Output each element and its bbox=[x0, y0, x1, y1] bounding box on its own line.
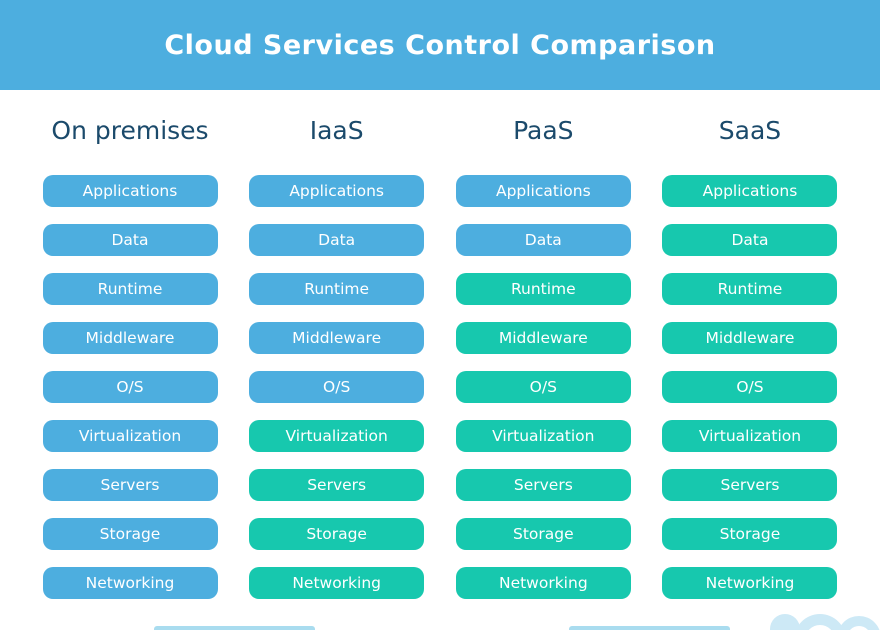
layer-pill: Networking bbox=[42, 567, 218, 599]
layer-pill: Servers bbox=[249, 469, 425, 501]
layer-pill: Data bbox=[455, 224, 631, 256]
layer-pill: Virtualization bbox=[42, 420, 218, 452]
layer-pill: O/S bbox=[249, 371, 425, 403]
layer-pill: Middleware bbox=[662, 322, 838, 354]
layer-pill: O/S bbox=[662, 371, 838, 403]
layer-pill: Runtime bbox=[249, 273, 425, 305]
layer-pill: Virtualization bbox=[662, 420, 838, 452]
layer-pill: Storage bbox=[455, 518, 631, 550]
layer-pill: Middleware bbox=[249, 322, 425, 354]
layer-pill: Storage bbox=[662, 518, 838, 550]
layer-pill: Networking bbox=[662, 567, 838, 599]
layer-pill: Networking bbox=[455, 567, 631, 599]
layer-pill: Middleware bbox=[42, 322, 218, 354]
layer-pill: Runtime bbox=[42, 273, 218, 305]
layer-pill: Data bbox=[42, 224, 218, 256]
header-bar: Cloud Services Control Comparison bbox=[0, 0, 880, 90]
page-title: Cloud Services Control Comparison bbox=[164, 29, 716, 61]
layer-pill: Storage bbox=[42, 518, 218, 550]
column-header: SaaS bbox=[718, 116, 782, 145]
legend-partial-left bbox=[154, 626, 315, 630]
layer-pill: Servers bbox=[455, 469, 631, 501]
layer-pill: Data bbox=[662, 224, 838, 256]
layer-pill: Runtime bbox=[455, 273, 631, 305]
layer-pill: Servers bbox=[662, 469, 838, 501]
layer-pill: Runtime bbox=[662, 273, 838, 305]
legend-partial-right bbox=[569, 626, 730, 630]
layer-pill: Applications bbox=[249, 175, 425, 207]
layer-pill: Virtualization bbox=[249, 420, 425, 452]
layer-pill: O/S bbox=[455, 371, 631, 403]
layer-pill: Servers bbox=[42, 469, 218, 501]
layer-pill: Applications bbox=[455, 175, 631, 207]
layer-pill: Middleware bbox=[455, 322, 631, 354]
layer-pill: O/S bbox=[42, 371, 218, 403]
layer-pill: Applications bbox=[662, 175, 838, 207]
column-header: PaaS bbox=[513, 116, 574, 145]
layer-pill: Virtualization bbox=[455, 420, 631, 452]
layer-pill: Data bbox=[249, 224, 425, 256]
layer-pill: Applications bbox=[42, 175, 218, 207]
column-header: IaaS bbox=[309, 116, 364, 145]
column-header: On premises bbox=[51, 116, 209, 145]
layer-pill: Storage bbox=[249, 518, 425, 550]
layer-pill: Networking bbox=[249, 567, 425, 599]
